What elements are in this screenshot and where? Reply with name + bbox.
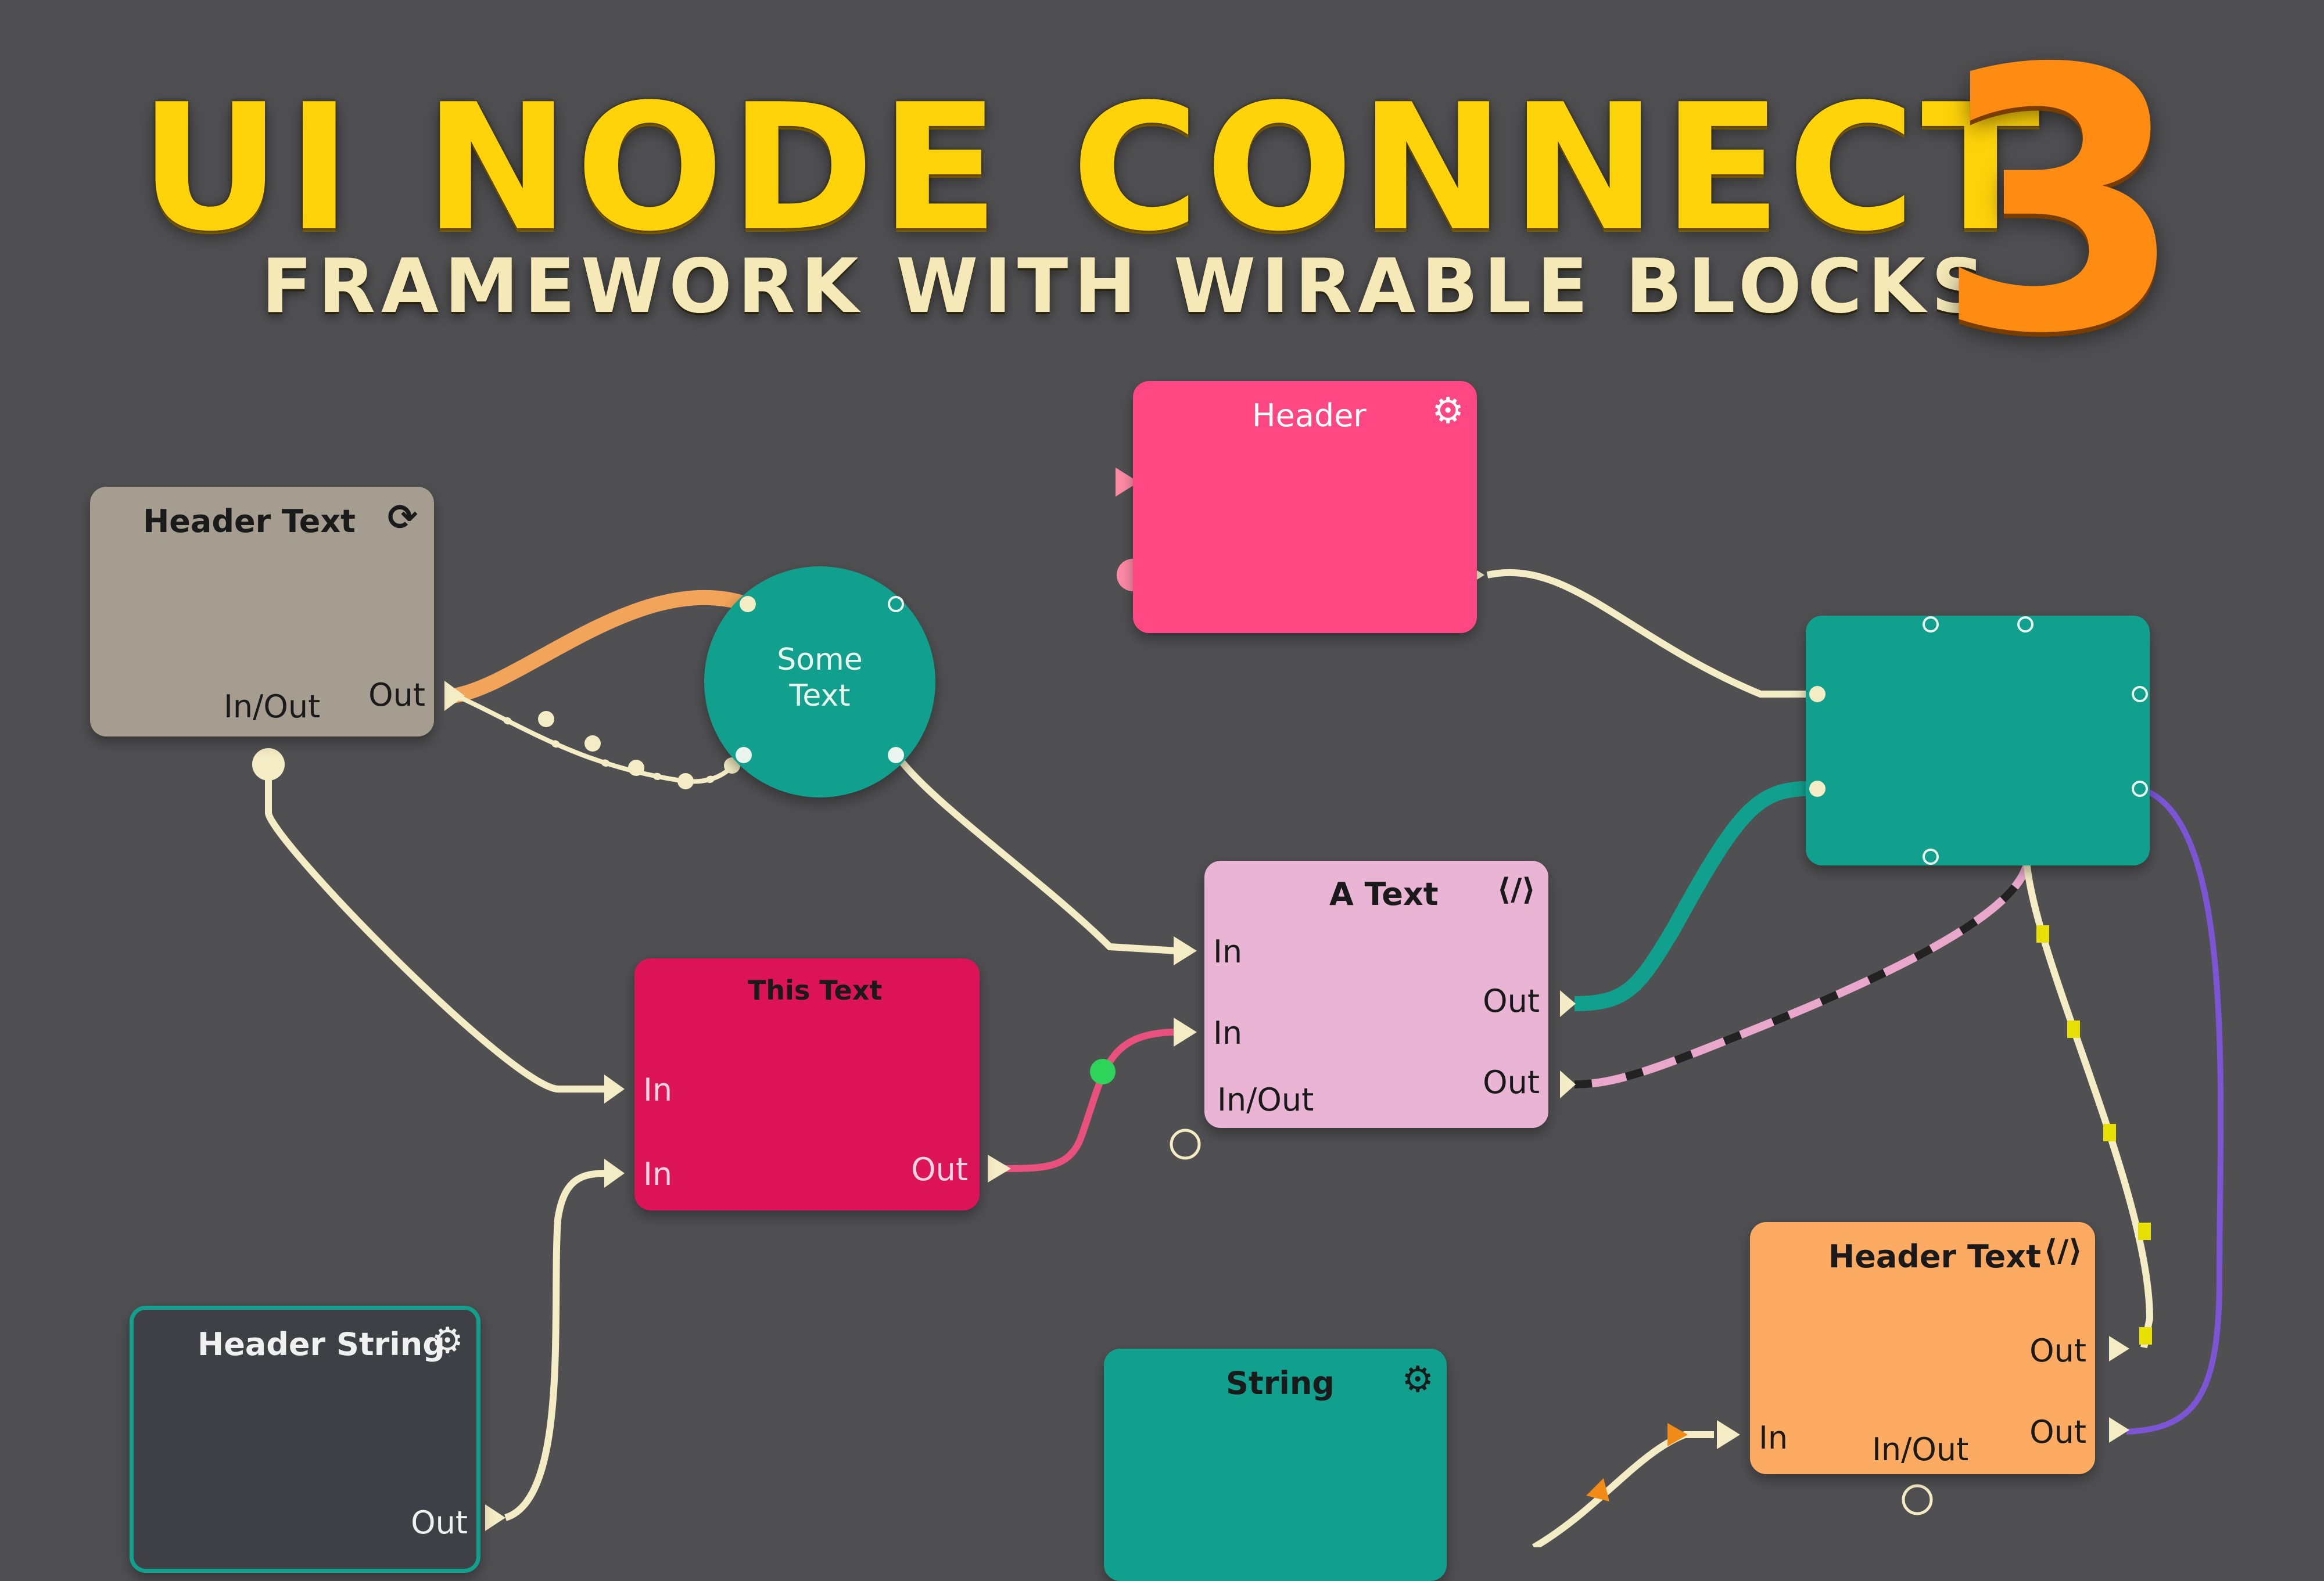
- port-label-inout: In/Out: [1872, 1431, 1969, 1468]
- wire-string-to-orange[interactable]: [1532, 1431, 1714, 1547]
- node-title: This Text: [748, 975, 883, 1006]
- wire-orange[interactable]: [446, 590, 754, 703]
- port-label-out: Out: [911, 1151, 968, 1188]
- node-this-text[interactable]: This Text In In Out: [634, 958, 980, 1210]
- node-title: A Text: [1329, 876, 1439, 912]
- wire-string-to-this[interactable]: [504, 1170, 608, 1521]
- port-label-out-1: Out: [1483, 983, 1540, 1019]
- wire-purple[interactable]: [2126, 787, 2224, 1435]
- wire-yellow[interactable]: [2023, 859, 2154, 1349]
- node-header-text-orange[interactable]: Header Text ⟨/⟩ In In/Out Out Out: [1750, 1222, 2095, 1474]
- wire-pink[interactable]: [1005, 1029, 1174, 1172]
- wire-teal[interactable]: [1574, 781, 1819, 1011]
- node-title: Header: [1252, 397, 1367, 434]
- node-header-string[interactable]: Header String ⚙ Out: [130, 1306, 480, 1573]
- code-icon[interactable]: ⟨/⟩: [2043, 1234, 2082, 1269]
- banner-subtitle: FRAMEWORK WITH WIRABLE BLOCKS: [261, 243, 1991, 330]
- gear-icon[interactable]: ⚙: [1432, 389, 1464, 432]
- node-some-text[interactable]: Some Text: [704, 566, 935, 797]
- port-label-in-1: In: [1213, 933, 1243, 970]
- node-header-pink[interactable]: Header ⚙: [1133, 381, 1477, 633]
- port-label-in-2: In: [643, 1156, 673, 1192]
- node-title: Some Text: [777, 642, 863, 713]
- port-label-in: In: [1759, 1420, 1788, 1456]
- node-a-text[interactable]: A Text ⟨/⟩ In In In/Out Out Out: [1204, 861, 1548, 1128]
- node-title: String: [1226, 1365, 1335, 1402]
- version-number: 3: [1935, 0, 2186, 412]
- wire-dotted[interactable]: [456, 694, 747, 785]
- node-title: Header String: [198, 1326, 445, 1363]
- refresh-icon[interactable]: ⟳: [388, 496, 418, 538]
- wire-inout-to-this[interactable]: [265, 766, 607, 1093]
- node-title: Header Text: [143, 503, 356, 540]
- banner-title: UI NODE CONNECT: [139, 67, 2046, 270]
- node-header-text-gray[interactable]: Header Text ⟳ In/Out Out: [90, 487, 434, 736]
- port-label-inout: In/Out: [224, 688, 321, 725]
- node-title: Header Text: [1828, 1238, 2041, 1275]
- wire-some-to-a[interactable]: [895, 754, 1177, 954]
- node-string[interactable]: String ⚙: [1104, 1349, 1447, 1581]
- port-label-out-2: Out: [2029, 1414, 2086, 1450]
- port-label-out-2: Out: [1483, 1064, 1540, 1101]
- gear-icon[interactable]: ⚙: [1401, 1358, 1434, 1400]
- code-icon[interactable]: ⟨/⟩: [1497, 872, 1536, 907]
- port-label-out: Out: [368, 677, 425, 713]
- wire-header-to-teal[interactable]: [1486, 569, 1816, 698]
- port-label-in-1: In: [643, 1072, 673, 1108]
- node-teal-block[interactable]: [1806, 616, 2150, 865]
- wires-layer: [252, 468, 2224, 1547]
- port-label-in-2: In: [1213, 1015, 1243, 1051]
- port-label-inout: In/Out: [1217, 1081, 1314, 1118]
- port-label-out-1: Out: [2029, 1332, 2086, 1369]
- gear-icon[interactable]: ⚙: [431, 1319, 464, 1361]
- port-label-out: Out: [411, 1504, 468, 1541]
